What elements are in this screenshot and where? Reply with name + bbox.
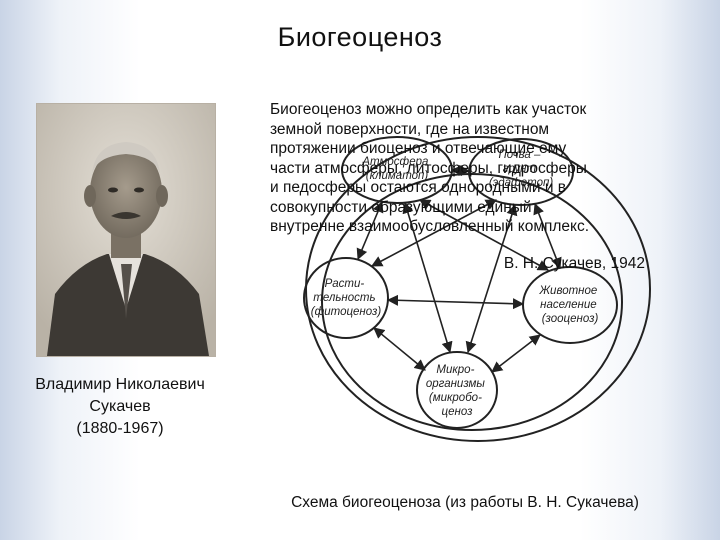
inner-ring [321, 173, 623, 431]
vegetation-label: Расти- тельность (фитоценоз) [311, 278, 382, 318]
person-name-line: Владимир Николаевич [35, 376, 205, 393]
quote-line: части атмосферы, литосферы, гидросферы [270, 159, 587, 177]
person-caption: Владимир Николаевич Сукачев (1880-1967) [10, 374, 230, 440]
arrow-vegetation-microorganisms [373, 327, 426, 371]
quote-line: и педосферы остаются однородными и в [270, 179, 567, 196]
quote-line: земной поверхности, где на известном [270, 120, 550, 138]
person-years-line: (1880-1967) [76, 420, 164, 437]
scheme-caption: Схема биогеоценоза (из работы В. Н. Сука… [291, 494, 639, 511]
microorganisms-label: Микро- организмы (микробо- ценоз [426, 364, 488, 418]
quote-line: протяжении биоценоз и отвечающие ему [270, 140, 567, 157]
quote-line: внутренне взаимообусловленный комплекс. [270, 218, 590, 235]
arrow-vegetation-animals [386, 294, 525, 310]
arrow-soil-microorganisms [465, 203, 518, 354]
arrow-animals-microorganisms [491, 334, 541, 373]
definition-quote: Биогеоценоз можно определить как участок… [270, 100, 660, 237]
portrait-illustration [37, 104, 215, 356]
microorganisms-node [416, 351, 498, 429]
soil-label: Почва – грунт (эдафотоп) [489, 149, 554, 189]
portrait-photo [36, 103, 216, 357]
person-surname-line: Сукачев [89, 398, 151, 415]
arrow-soil-animals [533, 202, 562, 270]
quote-line: совокупности образующими единый [270, 198, 532, 216]
quote-author: В. Н. Сукачев, 1942 [503, 255, 645, 272]
arrow-atmosphere-soil [450, 164, 471, 177]
slide-title: Биогеоценоз [277, 22, 443, 52]
animals-label: Животное население (зооценоз) [539, 285, 601, 325]
quote-line: Биогеоценоз можно определить как участок [270, 101, 587, 118]
atmosphere-label: Атмосфера (климатоп) [361, 156, 431, 182]
